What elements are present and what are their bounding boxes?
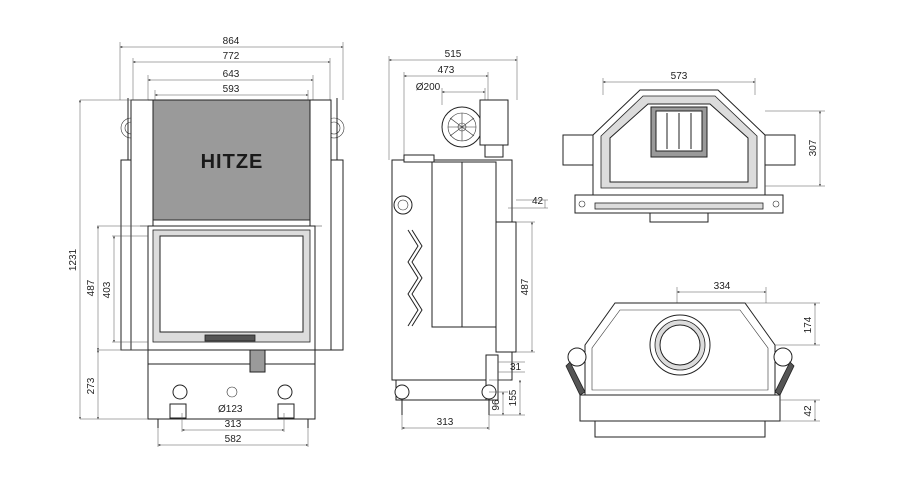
front-width-outer: 772: [223, 51, 240, 62]
front-height-glass: 403: [102, 281, 113, 298]
side-inlet-height: 96: [491, 399, 502, 411]
front-leg-width: 313: [225, 419, 242, 430]
top-depth: 307: [808, 139, 819, 156]
side-bottom-offset: 31: [510, 362, 522, 373]
brand-logo: HITZE: [201, 151, 264, 173]
front-height-total: 1231: [68, 248, 79, 271]
front-height-legs: 273: [86, 377, 97, 394]
front-height-door: 487: [86, 279, 97, 296]
front-view: 864 772 643 593 HITZE: [68, 36, 345, 447]
bottom-width: 334: [714, 281, 731, 292]
front-base-width: 582: [225, 434, 242, 445]
front-width-inner: 643: [223, 69, 240, 80]
top-width: 573: [671, 71, 688, 82]
front-width-overall: 864: [223, 36, 240, 47]
front-flue-diameter: Ø123: [218, 404, 243, 415]
bottom-depth: 174: [803, 316, 814, 333]
bottom-offset: 42: [803, 405, 814, 417]
front-width-top: 593: [223, 84, 240, 95]
side-view: 515 473 Ø200 42: [388, 49, 548, 430]
side-leg-depth: 313: [437, 417, 454, 428]
side-depth-body: 473: [438, 65, 455, 76]
side-depth-overall: 515: [445, 49, 462, 60]
side-leg-height: 155: [508, 389, 519, 406]
top-view: 573 307: [562, 71, 825, 223]
side-offset-right: 42: [532, 196, 544, 207]
side-height-door: 487: [520, 278, 531, 295]
bottom-view: 334 174 42: [565, 281, 820, 438]
side-flue-diameter: Ø200: [416, 82, 441, 93]
